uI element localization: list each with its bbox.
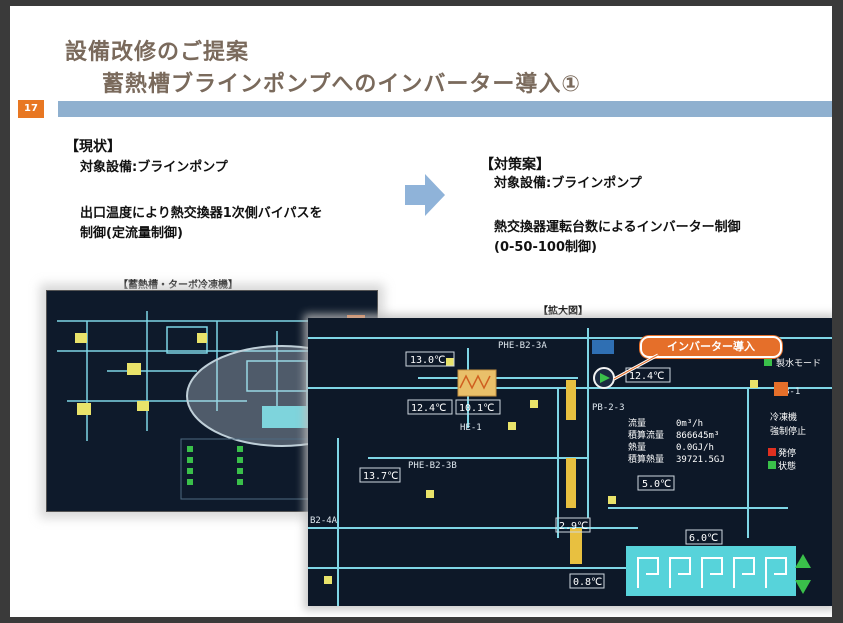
slide: 設備改修のご提案 蓄熱槽ブラインポンプへのインバーター導入① 17 【現状】 対… xyxy=(10,6,832,617)
equipment-label: B-1 xyxy=(784,387,800,397)
zoomed-scada-image: 13.0℃ 12.4℃ 10.1℃ 12.4℃ 13.7℃ 5.0℃ 2.9℃ … xyxy=(308,318,832,606)
info-label: 積算流量 xyxy=(628,429,664,441)
info-label: 熱量 xyxy=(628,441,646,453)
info-value: 866645m³ xyxy=(676,431,719,441)
status-label: 冷凍機 xyxy=(770,411,797,423)
temp-reading: 5.0℃ xyxy=(642,479,671,490)
proposal-equipment: 対象設備:ブラインポンプ xyxy=(494,176,642,191)
proposal-desc-line2: (0-50-100制御) xyxy=(494,240,597,255)
current-desc-line1: 出口温度により熱交換器1次側バイパスを xyxy=(80,206,323,221)
status-label: 発停 xyxy=(778,447,796,459)
temp-reading: 12.4℃ xyxy=(629,371,664,382)
slide-subtitle: 蓄熱槽ブラインポンプへのインバーター導入① xyxy=(102,72,581,97)
proposal-heading: 【対策案】 xyxy=(480,157,550,173)
current-heading: 【現状】 xyxy=(65,139,121,155)
info-value: 39721.5GJ xyxy=(676,455,725,465)
right-image-caption: 【拡大図】 xyxy=(538,306,588,317)
equipment-label: B2-4A xyxy=(310,516,338,526)
left-image-caption: 【蓄熱槽・ターボ冷凍機】 xyxy=(118,280,238,291)
temp-reading: 12.4℃ xyxy=(411,403,446,414)
equipment-label: HE-1 xyxy=(460,423,482,433)
temp-reading: 0.8℃ xyxy=(573,577,602,588)
status-label: 強制停止 xyxy=(770,425,806,437)
proposal-desc-line1: 熱交換器運転台数によるインバーター制御 xyxy=(494,220,741,235)
info-value: 0m³/h xyxy=(676,419,703,429)
current-desc-line2: 制御(定流量制御) xyxy=(80,226,183,241)
equipment-label: PB-2-3 xyxy=(592,403,625,413)
equipment-label: PHE-B2-3A xyxy=(498,341,547,351)
title-underline-bar xyxy=(58,101,832,117)
status-label: 製水モード xyxy=(776,357,821,369)
info-label: 積算熱量 xyxy=(628,453,664,465)
inverter-callout: インバーター導入 xyxy=(640,336,782,358)
current-equipment: 対象設備:ブラインポンプ xyxy=(80,160,228,175)
temp-reading: 13.7℃ xyxy=(363,471,398,482)
temp-reading: 13.0℃ xyxy=(410,355,445,366)
temp-reading: 2.9℃ xyxy=(559,521,588,532)
slide-number-badge: 17 xyxy=(18,100,44,118)
status-label: 状態 xyxy=(778,460,796,472)
info-label: 流量 xyxy=(628,417,646,429)
temp-reading: 6.0℃ xyxy=(689,533,718,544)
info-value: 0.0GJ/h xyxy=(676,443,714,453)
right-arrow-icon xyxy=(405,174,445,216)
equipment-label: PHE-B2-3B xyxy=(408,461,457,471)
slide-title: 設備改修のご提案 xyxy=(65,40,250,65)
temp-reading: 10.1℃ xyxy=(459,403,494,414)
callout-pointer xyxy=(613,353,659,381)
